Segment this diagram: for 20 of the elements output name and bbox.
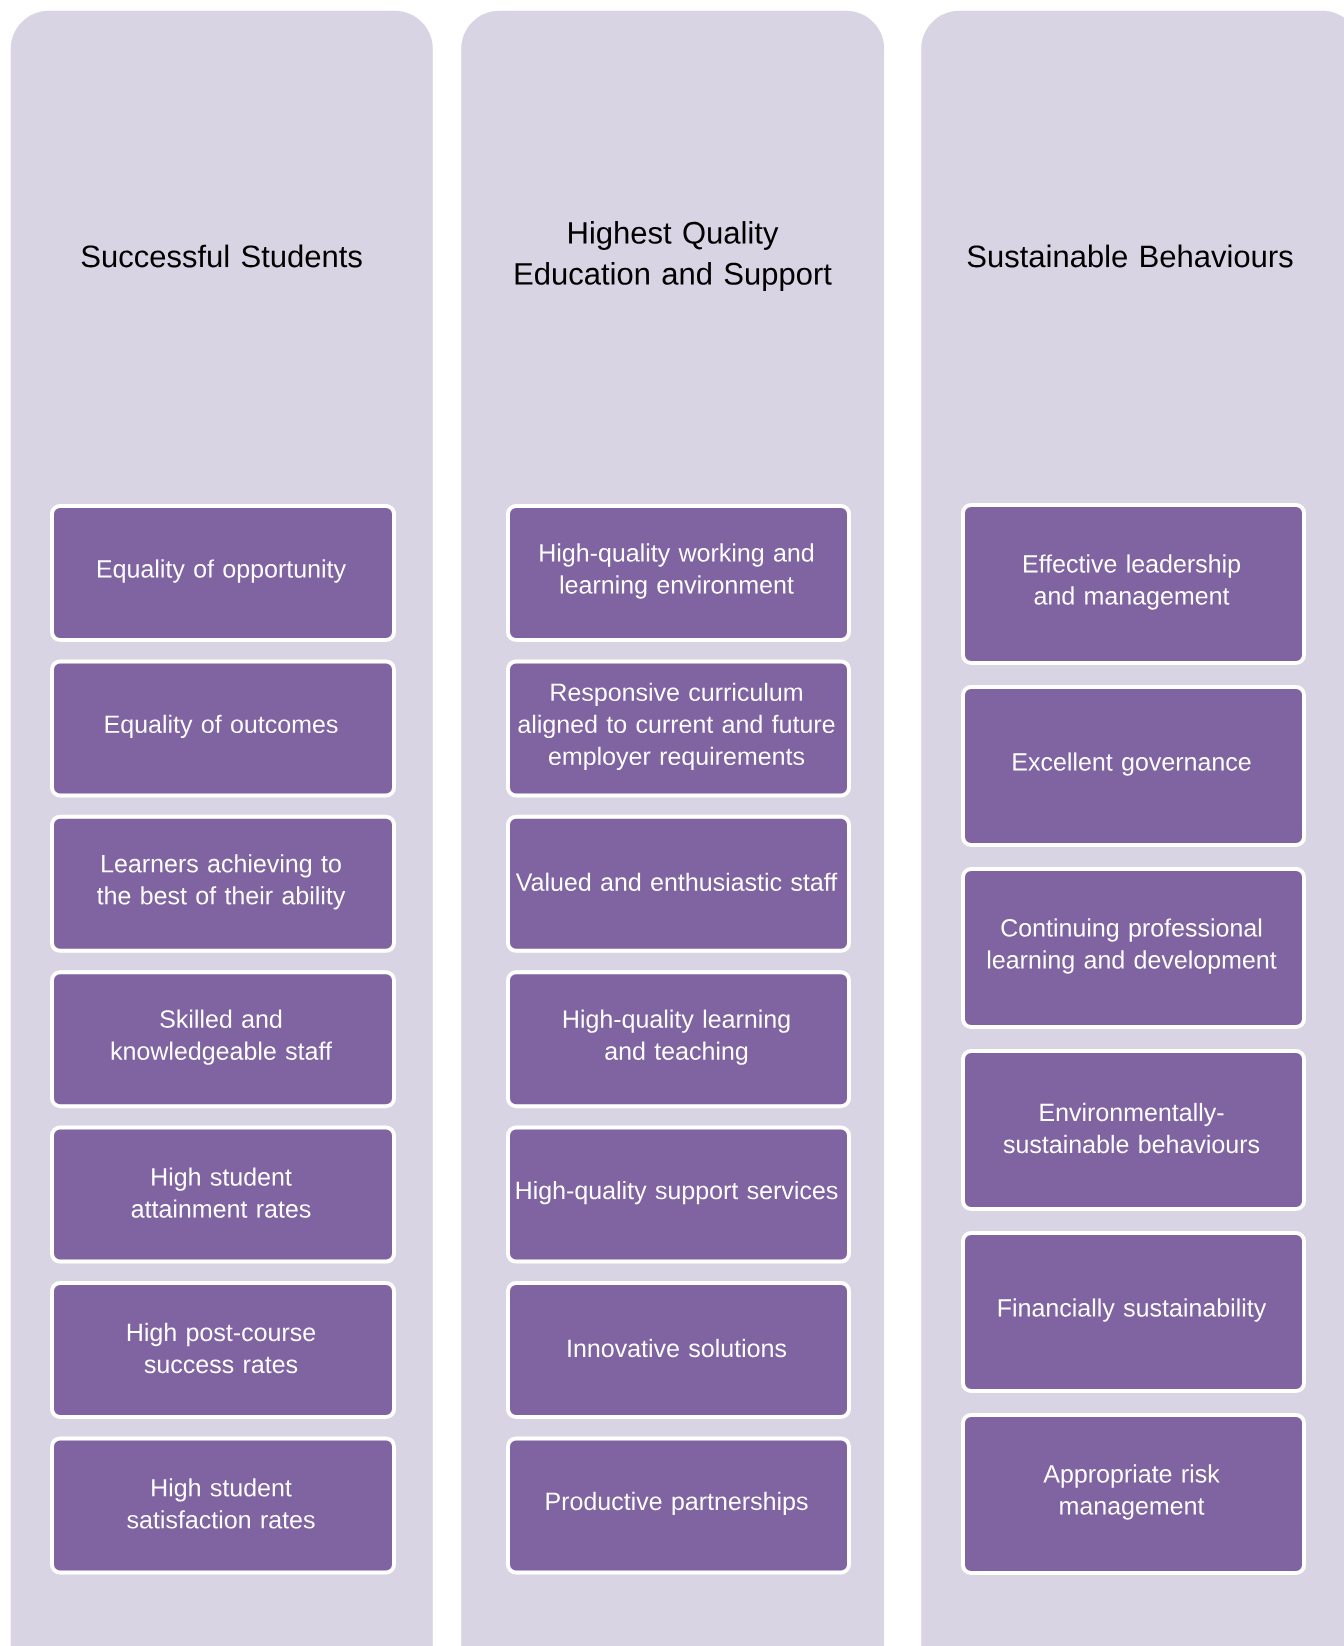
item-box: Innovative solutions: [506, 1281, 851, 1419]
item-box: Responsive curriculum aligned to current and future employer requirements: [506, 659, 851, 798]
item-box: Valued and enthusiastic staff: [506, 814, 851, 953]
item-box: Excellent governance: [961, 685, 1306, 847]
item-box: Appropriate risk management: [961, 1413, 1306, 1575]
item-box: High-quality support services: [506, 1125, 851, 1264]
item-box: High post-course success rates: [50, 1281, 396, 1419]
item-box: Equality of outcomes: [50, 659, 396, 798]
item-box: High-quality learning and teaching: [506, 970, 851, 1109]
item-box: Continuing professional learning and development: [961, 867, 1306, 1029]
item-box: Financially sustainability: [961, 1231, 1306, 1393]
item-box: High student satisfaction rates: [50, 1436, 396, 1575]
item-box: Learners achieving to the best of their ability: [50, 814, 396, 953]
item-box: Effective leadership and management: [961, 503, 1306, 665]
item-box: Environmentally-sustainable behaviours: [961, 1049, 1306, 1211]
item-box: Skilled and knowledgeable staff: [50, 970, 396, 1109]
item-box: High student attainment rates: [50, 1125, 396, 1264]
item-box: High-quality working and learning environment: [506, 504, 851, 642]
item-box: Productive partnerships: [506, 1436, 851, 1575]
item-box: Equality of opportunity: [50, 504, 396, 642]
